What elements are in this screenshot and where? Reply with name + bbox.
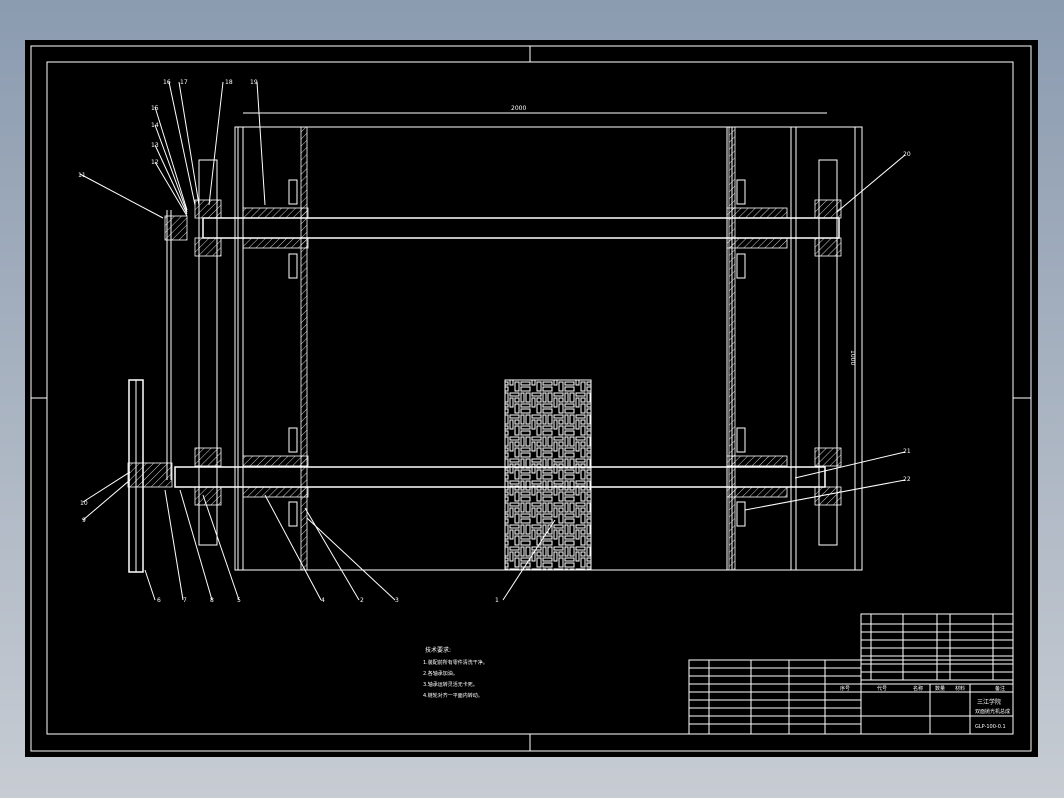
note-3: 3.轴承运转灵活无卡死。 [423,681,478,688]
callouts: 16 17 18 19 15 14 13 12 11 10 9 6 7 8 5 … [78,79,911,604]
callout-17: 17 [180,79,188,86]
note-1: 1.装配前所有零件清洗干净。 [423,659,488,666]
callout-21: 21 [903,448,911,455]
header-material: 材料 [955,685,965,692]
header-no: 序号 [840,685,850,692]
callout-19: 19 [250,79,258,86]
header-qty: 数量 [935,685,945,692]
machine-frame [234,126,863,571]
technical-notes: 技术要求: 1.装配前所有零件清洗干净。 2.各轴承加油。 3.轴承运转灵活无卡… [423,646,488,699]
callout-12: 12 [151,159,159,166]
callout-8: 8 [210,597,214,604]
lower-roller [127,427,842,527]
callout-22: 22 [903,476,911,483]
header-code: 代号 [877,685,887,692]
border-frames [30,45,1032,752]
note-4: 4.链轮对齐一平面内转动。 [423,692,483,699]
drive-pulley [128,379,144,573]
height-dimension: 1000 [849,350,856,365]
notes-title: 技术要求: [425,646,451,654]
school-name: 三江学院 [977,698,1001,706]
callout-18: 18 [225,79,233,86]
callout-11: 11 [78,172,86,179]
dimensions: 2000 1000 [243,105,856,570]
callout-16: 16 [163,79,171,86]
right-chain-tube [818,159,838,546]
callout-15: 15 [151,105,159,112]
upper-roller [164,179,842,279]
header-name: 名称 [913,685,923,692]
callout-10: 10 [80,500,88,507]
left-chain-tube [166,159,218,546]
callout-5: 5 [237,597,241,604]
header-remarks: 备注 [995,685,1005,692]
callout-4: 4 [321,597,325,604]
drawing-sheet: 2000 1000 16 17 18 19 15 14 13 12 [25,40,1038,757]
conveyor-mesh [504,379,592,571]
title-block: 序号 代号 名称 数量 材料 备注 三江学院 双面抛光机总成 GLP-100-0… [688,613,1014,735]
callout-7: 7 [183,597,187,604]
callout-6: 6 [157,597,161,604]
callout-20: 20 [903,151,911,158]
drawing-number: GLP-100-0.1 [975,724,1006,730]
callout-3: 3 [395,597,399,604]
callout-14: 14 [151,122,159,129]
callout-1: 1 [495,597,499,604]
drawing-name: 双面抛光机总成 [975,708,1010,715]
width-dimension: 2000 [511,105,526,112]
callout-9: 9 [82,517,86,524]
note-2: 2.各轴承加油。 [423,670,458,677]
cad-drawing: 2000 1000 16 17 18 19 15 14 13 12 [30,45,1032,752]
callout-13: 13 [151,142,159,149]
callout-2: 2 [360,597,364,604]
